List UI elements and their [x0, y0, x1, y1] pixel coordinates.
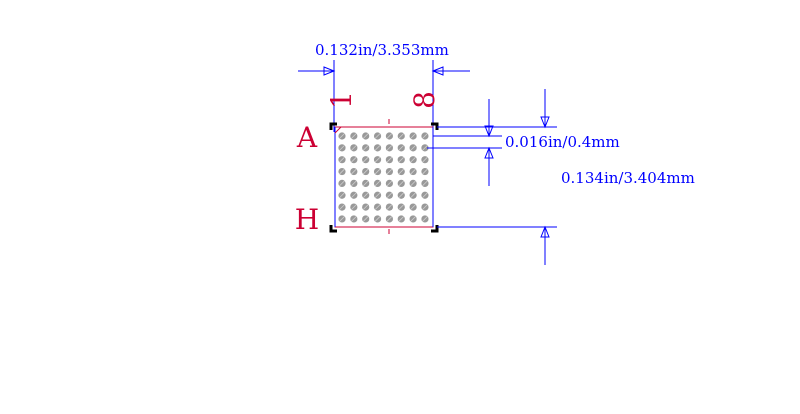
solder-ball-hatch	[386, 145, 393, 151]
solder-ball-hatch	[398, 180, 405, 187]
solder-ball-hatch	[410, 145, 416, 151]
solder-ball-hatch	[386, 156, 393, 163]
solder-ball-hatch	[410, 192, 416, 199]
width-dimension-label: 0.132in/3.353mm	[315, 41, 449, 59]
solder-ball-hatch	[339, 156, 345, 163]
row-label-last: H	[295, 203, 319, 236]
solder-ball-hatch	[351, 168, 357, 175]
solder-ball-hatch	[374, 156, 381, 163]
solder-ball-hatch	[339, 168, 345, 175]
ball-grid	[338, 132, 429, 223]
solder-ball-hatch	[386, 216, 393, 222]
column-label-first: 1	[325, 91, 358, 109]
solder-ball-hatch	[410, 216, 416, 222]
solder-ball-hatch	[422, 216, 428, 222]
solder-ball-hatch	[410, 180, 416, 187]
solder-ball-hatch	[351, 180, 357, 187]
pitch-dimension-label: 0.016in/0.4mm	[505, 133, 620, 151]
solder-ball-hatch	[339, 180, 345, 187]
package-outline	[334, 126, 434, 228]
solder-ball-hatch	[386, 133, 393, 139]
height-dimension-label: 0.134in/3.404mm	[561, 169, 695, 187]
corner-mark-bottom-right	[431, 225, 439, 233]
solder-ball-hatch	[422, 204, 428, 210]
solder-ball-hatch	[422, 180, 428, 187]
solder-ball-hatch	[374, 204, 381, 210]
pin1-chamfer	[334, 126, 342, 134]
solder-ball-hatch	[374, 180, 381, 187]
solder-ball-hatch	[386, 192, 393, 199]
pitch-arrowhead-top	[484, 125, 494, 138]
solder-ball-hatch	[374, 216, 381, 222]
solder-ball-hatch	[362, 156, 369, 163]
solder-ball-hatch	[339, 145, 345, 151]
solder-ball-hatch	[339, 192, 345, 199]
corner-mark-bottom-left	[329, 225, 337, 233]
solder-ball-hatch	[351, 156, 357, 163]
corner-mark-top-left	[329, 122, 337, 130]
solder-ball-hatch	[351, 192, 357, 199]
height-arrowhead-top	[540, 116, 550, 129]
width-arrowhead-left	[323, 66, 336, 76]
solder-ball-hatch	[422, 133, 428, 139]
solder-ball-hatch	[351, 216, 357, 222]
corner-marks	[329, 122, 439, 233]
solder-ball-hatch	[386, 204, 393, 210]
pitch-dimension	[427, 99, 502, 186]
solder-ball-hatch	[422, 145, 428, 151]
solder-ball-hatch	[398, 133, 405, 139]
width-dimension	[298, 60, 470, 132]
solder-ball-hatch	[374, 133, 381, 139]
solder-ball-hatch	[339, 216, 345, 222]
row-label-first: A	[296, 121, 318, 154]
solder-ball-hatch	[398, 145, 405, 151]
width-arrowhead-right	[431, 66, 444, 76]
height-arrowhead-bottom	[540, 225, 550, 238]
solder-ball-hatch	[422, 168, 428, 175]
solder-ball-hatch	[398, 216, 405, 222]
pitch-arrowhead-bottom	[484, 146, 494, 159]
solder-ball-hatch	[410, 168, 416, 175]
height-dimension	[437, 89, 557, 265]
solder-ball-hatch	[362, 216, 369, 222]
solder-ball-hatch	[422, 192, 428, 199]
solder-ball-hatch	[374, 145, 381, 151]
solder-ball-hatch	[362, 204, 369, 210]
solder-ball-hatch	[398, 168, 405, 175]
solder-ball-hatch	[339, 204, 345, 210]
solder-ball-hatch	[351, 133, 357, 139]
solder-ball-hatch	[351, 204, 357, 210]
solder-ball-hatch	[398, 156, 405, 163]
solder-ball-hatch	[351, 145, 357, 151]
solder-ball-hatch	[374, 168, 381, 175]
solder-ball-hatch	[422, 156, 428, 163]
solder-ball-hatch	[410, 204, 416, 210]
solder-ball-hatch	[410, 133, 416, 139]
solder-ball-hatch	[362, 180, 369, 187]
column-label-last: 8	[408, 91, 441, 109]
solder-ball-hatch	[362, 192, 369, 199]
solder-ball-hatch	[410, 156, 416, 163]
solder-ball-hatch	[386, 180, 393, 187]
solder-ball-hatch	[339, 133, 345, 139]
solder-ball-hatch	[362, 168, 369, 175]
solder-ball-hatch	[398, 204, 405, 210]
solder-ball-hatch	[386, 168, 393, 175]
solder-ball-hatch	[374, 192, 381, 199]
solder-ball-hatch	[362, 145, 369, 151]
solder-ball-hatch	[362, 133, 369, 139]
corner-mark-top-right	[431, 122, 439, 130]
solder-ball-hatch	[398, 192, 405, 199]
